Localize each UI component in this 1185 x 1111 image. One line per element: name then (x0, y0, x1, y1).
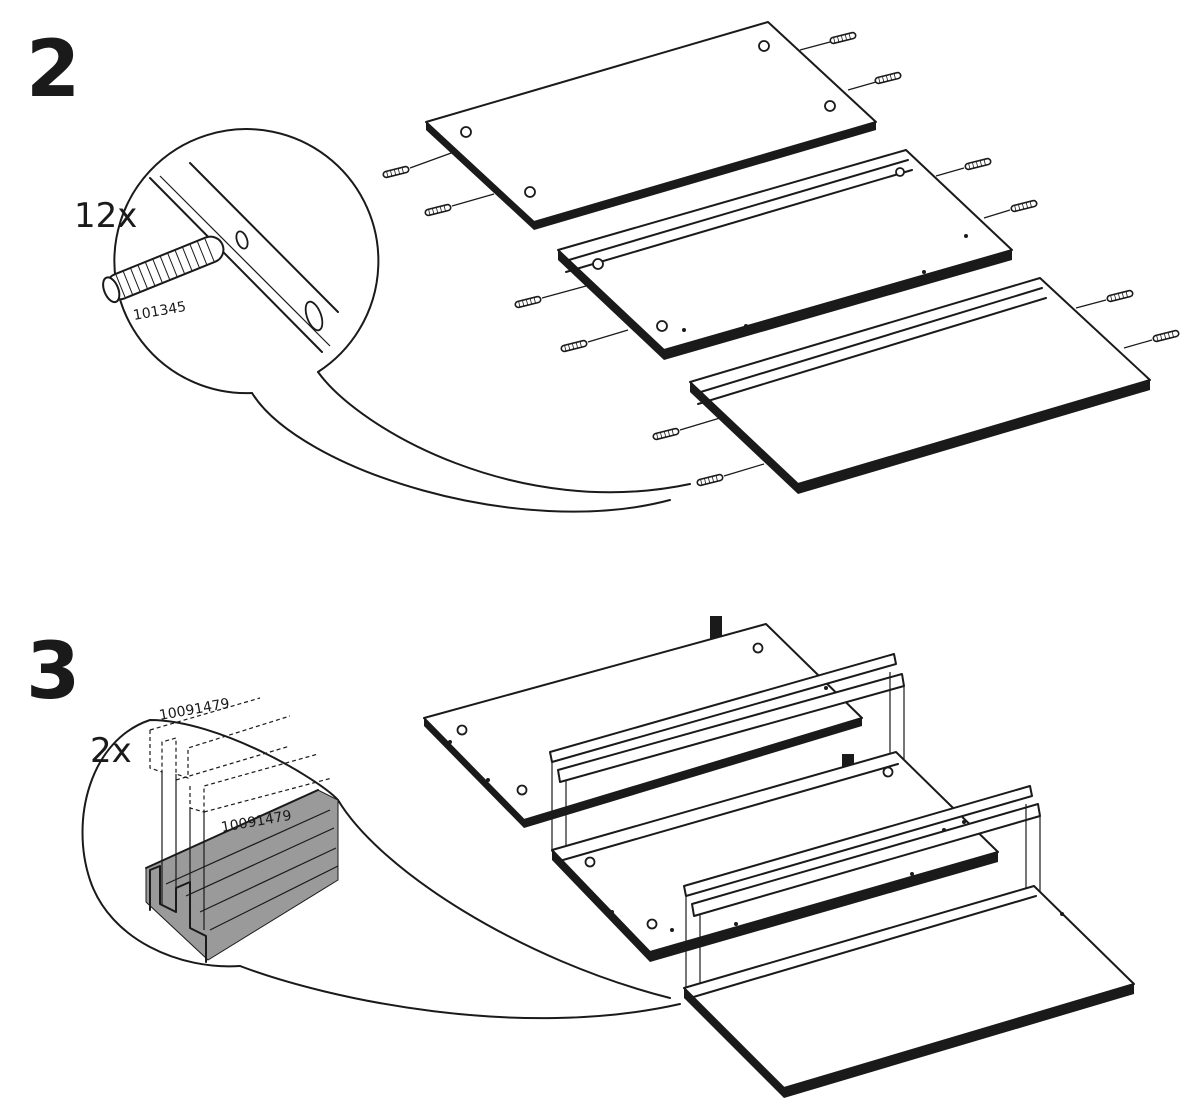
part-number-label: 101345 (132, 299, 187, 324)
part-number-top-label: 10091479 (158, 696, 231, 724)
rail-lower (683, 785, 1041, 996)
board-middle (551, 751, 999, 962)
step-number: 3 (26, 627, 80, 717)
quantity-label: 2x (90, 731, 132, 771)
step-number: 2 (26, 25, 80, 115)
dowel-detail-callout: 12x 101345 (74, 128, 691, 513)
board-bottom (683, 885, 1135, 1098)
board-top (423, 623, 863, 828)
board-top (381, 21, 903, 230)
rail-upper (549, 653, 905, 860)
board-bottom (651, 277, 1181, 494)
step-3: 3 2x 10091479 100 (26, 616, 1135, 1098)
board-middle (513, 149, 1039, 360)
dowel-icon (102, 235, 225, 304)
quantity-label: 12x (74, 196, 137, 236)
step-2: 2 (26, 21, 1181, 513)
